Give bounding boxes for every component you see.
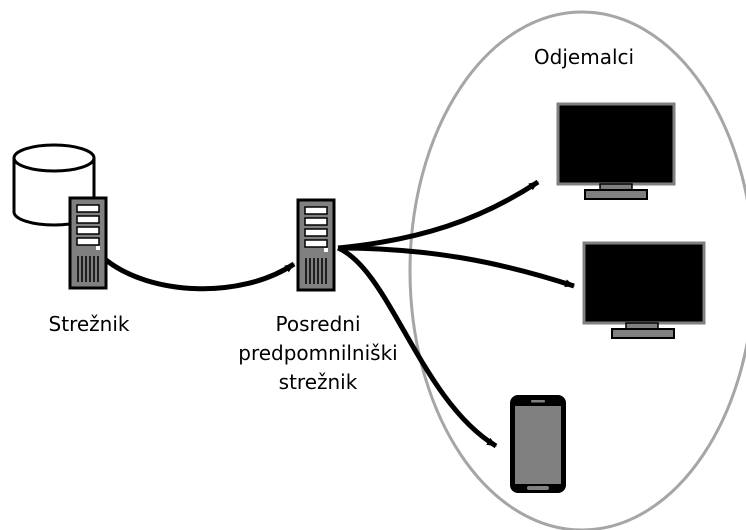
origin-server-label: Strežnik bbox=[49, 312, 130, 336]
arrow-proxy-to-client-1 bbox=[337, 179, 540, 251]
arrow-proxy-to-client-2 bbox=[337, 245, 575, 289]
monitor-icon bbox=[582, 241, 706, 339]
smartphone-icon bbox=[510, 395, 566, 493]
clients-group-label: Odjemalci bbox=[534, 45, 634, 69]
arrow-proxy-to-client-3 bbox=[336, 245, 498, 449]
proxy-label-line-3: strežnik bbox=[279, 370, 358, 394]
proxy-server-icon bbox=[296, 198, 336, 292]
monitor-icon bbox=[556, 102, 676, 200]
origin-server-icon bbox=[68, 196, 108, 290]
arrow-origin-to-proxy bbox=[104, 258, 296, 292]
proxy-label-line-2: predpomnilniški bbox=[238, 341, 397, 365]
clients-group-ellipse bbox=[408, 10, 746, 530]
proxy-label-line-1: Posredni bbox=[275, 312, 360, 336]
